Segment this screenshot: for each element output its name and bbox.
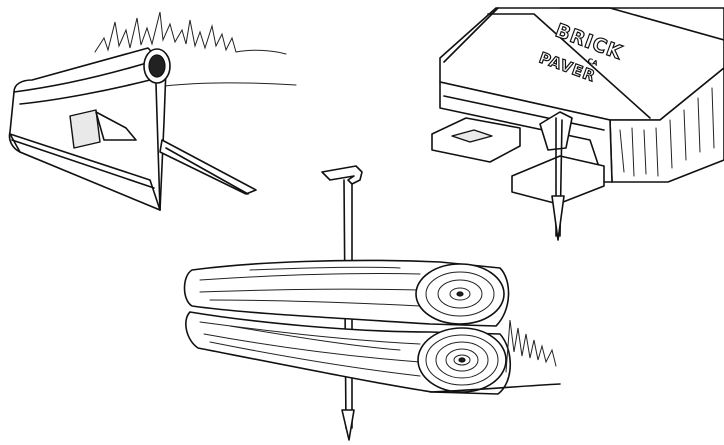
- ground-line: [164, 82, 297, 87]
- pipe-edging-illustration: [8, 11, 297, 211]
- grass-tuft-right: [429, 319, 561, 393]
- brick-paver-edging-illustration: BRICK CA PAVER: [431, 7, 724, 241]
- paver-texture: [619, 87, 715, 177]
- lower-log-end-rings: [417, 327, 507, 393]
- rail-tab-right: [511, 155, 605, 205]
- stamp-ca: CA: [586, 57, 599, 68]
- log-edging-illustration: [183, 165, 561, 441]
- upper-log-end-rings: [415, 263, 505, 325]
- stake-vertical: [155, 83, 161, 211]
- grass-tuft-left: [94, 11, 287, 55]
- ground-line-right: [429, 383, 561, 393]
- log-stake-head: [321, 165, 363, 185]
- anchor-tab: [69, 109, 101, 149]
